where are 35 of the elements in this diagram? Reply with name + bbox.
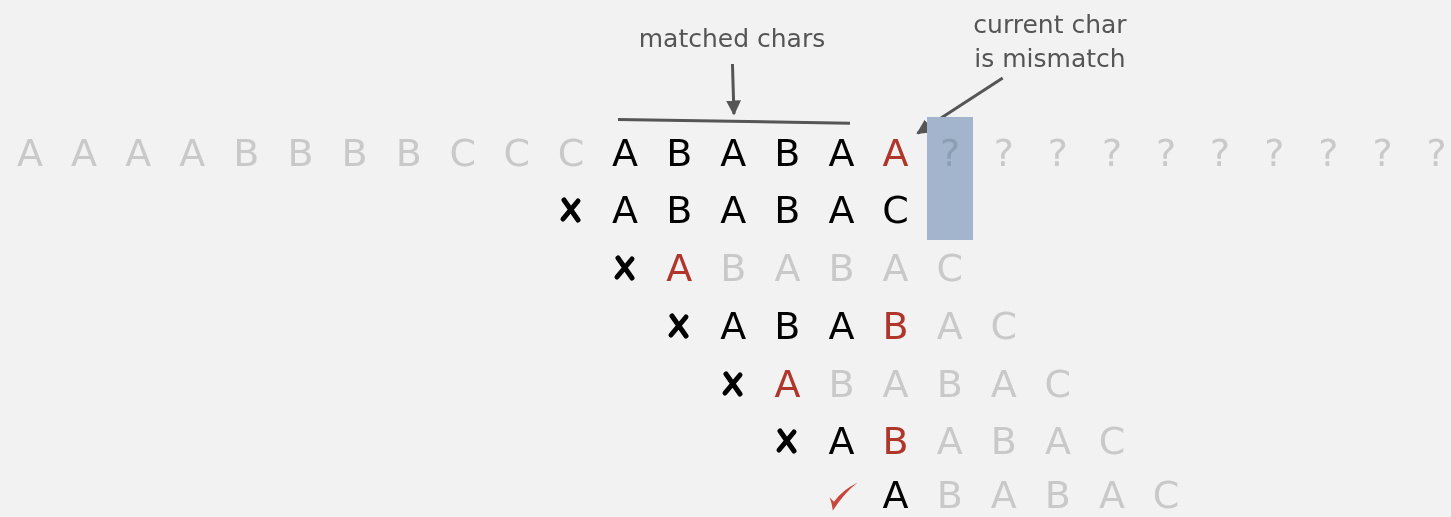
letter: A	[873, 130, 918, 176]
letter: A	[827, 130, 856, 176]
letter: ?	[1263, 130, 1286, 176]
letter: B	[665, 187, 694, 233]
letter: ?	[1371, 130, 1394, 176]
letter: A	[719, 303, 748, 349]
letter: A	[773, 361, 802, 407]
letter: A	[827, 303, 856, 349]
letter: A	[719, 187, 748, 233]
letter: A	[719, 130, 748, 176]
letter: B	[773, 130, 802, 176]
highlight-box	[927, 117, 973, 240]
letter: B	[665, 130, 694, 176]
letter: ?	[992, 130, 1015, 176]
letter: A	[665, 245, 694, 291]
letter: ?	[938, 130, 962, 176]
letter: ?	[1155, 130, 1178, 176]
letter: ?	[1317, 130, 1340, 176]
letter: B	[773, 187, 802, 233]
letter: A	[881, 472, 910, 517]
letter: ?	[1425, 130, 1448, 176]
letter: C	[881, 187, 910, 233]
callout-text: current char is mismatch	[960, 8, 1140, 76]
letter: A	[827, 187, 856, 233]
letter: ?	[1046, 130, 1069, 176]
letter: ?	[1209, 130, 1232, 176]
callout-text: matched chars	[625, 22, 839, 56]
arrow	[726, 63, 742, 116]
letter: B	[773, 303, 802, 349]
letter: A	[611, 130, 640, 176]
letter: B	[881, 418, 910, 464]
letter: A	[611, 187, 640, 233]
letter: ?	[1100, 130, 1124, 176]
letter: A	[827, 418, 856, 464]
letter: B	[881, 303, 910, 349]
